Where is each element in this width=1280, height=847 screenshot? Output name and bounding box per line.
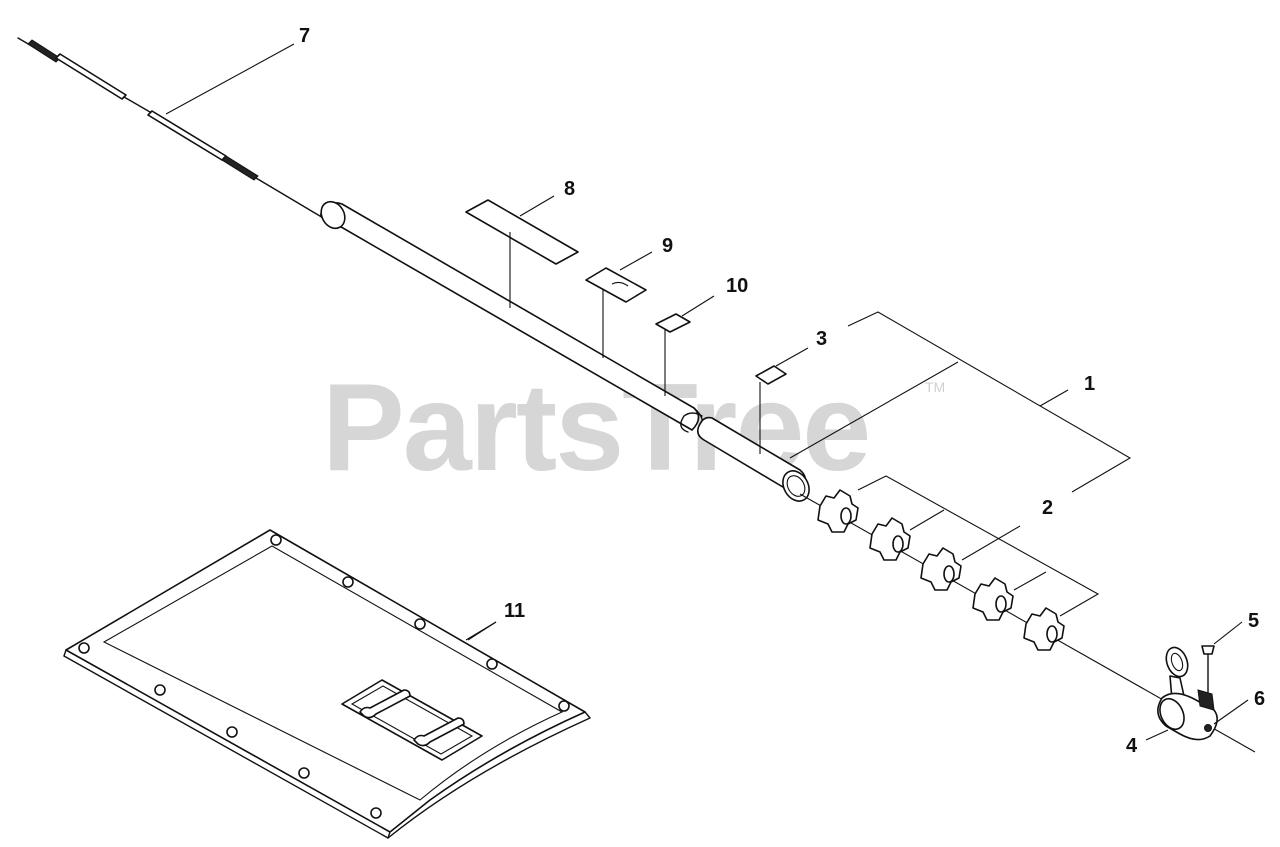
part-11-cover-plate	[63, 529, 591, 839]
part-10-label-decal	[655, 313, 691, 396]
bushing-5	[1023, 607, 1065, 651]
part-3-label-decal	[755, 365, 787, 454]
cover-plate-holes	[78, 534, 570, 819]
callout-labels: 7 8 9 10 3 1 2 5 6 4 11	[299, 25, 1265, 757]
callout-9: 9	[662, 235, 673, 257]
callout-2: 2	[1042, 497, 1053, 519]
part-4-coupler	[1157, 646, 1218, 741]
bushing-1	[817, 489, 859, 533]
part-8-label-decal	[465, 199, 579, 308]
callout-6: 6	[1254, 688, 1265, 710]
bushing-2	[869, 517, 911, 561]
main-tube	[320, 200, 810, 502]
part-5-bolt	[1201, 645, 1215, 693]
callout-1: 1	[1084, 373, 1095, 395]
part-9-label-decal	[585, 267, 647, 358]
access-plate	[341, 679, 483, 761]
leader-lines	[165, 43, 1249, 741]
callout-7: 7	[299, 25, 310, 47]
part-6-nut	[1204, 724, 1212, 732]
part-7-drive-shaft	[17, 37, 331, 223]
bushing-4	[972, 577, 1014, 621]
callout-11: 11	[504, 600, 525, 622]
watermark-trademark: TM	[925, 379, 945, 395]
callout-5: 5	[1248, 610, 1259, 632]
callout-8: 8	[564, 178, 575, 200]
callout-3: 3	[816, 328, 827, 350]
part-2-bushings	[817, 489, 1065, 651]
bushing-3	[920, 547, 962, 591]
callout-10: 10	[726, 275, 748, 297]
callout-4: 4	[1126, 735, 1138, 757]
